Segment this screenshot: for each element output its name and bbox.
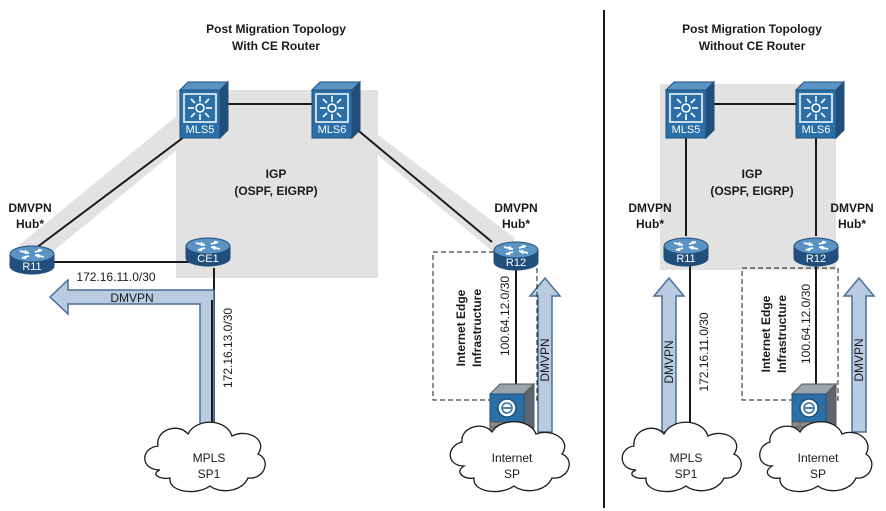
right-topology: Post Migration Topology Without CE Route… (621, 22, 876, 493)
internet-edge-box-right (741, 267, 839, 401)
title-line2-right: Without CE Router (699, 39, 806, 53)
mpls-label-line2-left: SP1 (198, 467, 221, 481)
mpls-label-line1-left: MPLS (193, 451, 226, 465)
mls6-label-left: MLS6 (318, 124, 347, 136)
r12-label-right: R12 (806, 253, 826, 265)
hub-r11-line1-left: DMVPN (8, 201, 51, 215)
dmvpn-arrow-right-label-right: DMVPN (852, 338, 866, 381)
title-line2-left: With CE Router (232, 39, 320, 53)
mpls-label-line1-right: MPLS (670, 451, 703, 465)
link-r12-fw-label-right: 100.64.12.0/30 (799, 284, 813, 364)
igp-protocols-right: (OSPF, EIGRP) (710, 184, 793, 198)
r12-label-left: R12 (506, 257, 526, 269)
dmvpn-arrow-left-label: DMVPN (110, 291, 153, 305)
dmvpn-arrow-right-b (842, 276, 876, 433)
iei-line1-right: Internet Edge (759, 295, 773, 372)
mls6-label-right: MLS6 (802, 124, 831, 136)
dmvpn-arrow-right-a (652, 276, 686, 433)
hub-r12-line1-left: DMVPN (494, 201, 537, 215)
internet-cloud-right (759, 421, 873, 493)
title-line1-right: Post Migration Topology (682, 22, 822, 36)
iei-line1-left: Internet Edge (454, 289, 468, 366)
hub-r11-line2-left: Hub* (16, 217, 44, 231)
igp-protocols-left: (OSPF, EIGRP) (234, 184, 317, 198)
link-ce1-mpls-label: 172.16.13.0/30 (221, 308, 235, 388)
internet-label-line2-right: SP (810, 467, 826, 481)
left-topology: Post Migration Topology With CE Router I… (8, 22, 570, 493)
igp-label-right: IGP (742, 167, 763, 181)
internet-label-line1-right: Internet (798, 451, 839, 465)
hub-r11-line1-right: DMVPN (628, 201, 671, 215)
mpls-label-line2-right: SP1 (675, 467, 698, 481)
internet-edge-box-left (432, 251, 538, 401)
internet-label-line1-left: Internet (492, 451, 533, 465)
hub-r11-line2-right: Hub* (636, 217, 664, 231)
dmvpn-arrow-left (48, 278, 215, 433)
igp-label-left: IGP (266, 167, 287, 181)
iei-line2-right: Infrastructure (775, 295, 789, 373)
r11-label-left: R11 (22, 261, 41, 273)
internet-label-line2-left: SP (504, 467, 520, 481)
hub-r12-line2-right: Hub* (838, 217, 866, 231)
mls5-label-right: MLS5 (672, 124, 701, 136)
hub-r12-line1-right: DMVPN (830, 201, 873, 215)
mls5-label-left: MLS5 (186, 124, 215, 136)
title-line1-left: Post Migration Topology (206, 22, 346, 36)
mpls-cloud-right (621, 421, 742, 493)
r11-label-right: R11 (676, 253, 695, 265)
dmvpn-arrow-right-label-left: DMVPN (538, 338, 552, 381)
link-r12-fw-label-left: 100.64.12.0/30 (498, 276, 512, 356)
link-r11-mpls-label-right: 172.16.11.0/30 (697, 312, 711, 392)
dmvpn-arrow-left-label-right: DMVPN (662, 340, 676, 383)
internet-cloud-left (449, 421, 570, 493)
ce1-label: CE1 (197, 253, 218, 265)
hub-r12-line2-left: Hub* (502, 217, 530, 231)
mpls-cloud-left (144, 421, 266, 493)
iei-line2-left: Infrastructure (470, 289, 484, 367)
link-r11-ce1-label: 172.16.11.0/30 (76, 270, 156, 284)
